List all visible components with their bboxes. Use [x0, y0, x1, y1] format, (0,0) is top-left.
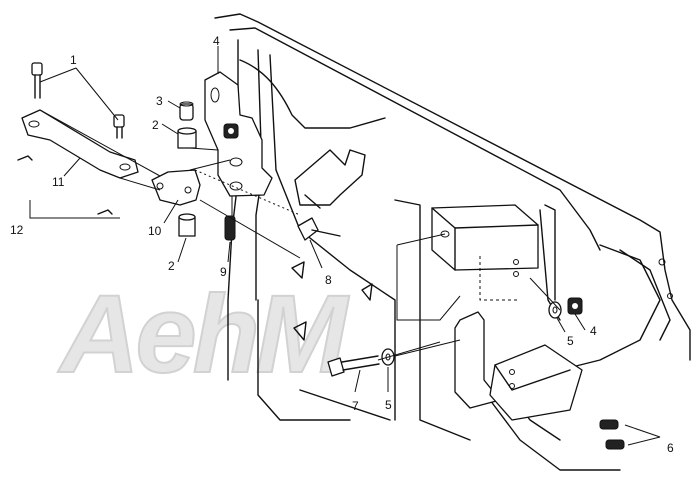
callout-4-right: 4 [590, 324, 597, 338]
callout-9: 9 [220, 265, 227, 279]
nut-upper [223, 123, 239, 139]
nut-4-right [567, 297, 583, 315]
washer-5-right [548, 301, 562, 319]
callout-5-left: 5 [385, 398, 392, 412]
spacer-top [179, 101, 194, 121]
hinge-pin-lower [113, 114, 125, 139]
callouts: 1 2 2 3 4 4 5 5 6 7 8 9 10 11 12 [10, 34, 674, 455]
bolt-8 [297, 217, 341, 241]
bushing-lower [178, 213, 196, 237]
latch-10 [151, 169, 201, 206]
callout-11: 11 [52, 175, 65, 189]
hinge-pin-upper [31, 62, 43, 99]
strap-11 [21, 109, 139, 179]
callout-6: 6 [667, 441, 674, 455]
bolt-7 [327, 355, 380, 377]
leader-lines [29, 46, 661, 446]
cotter-pins-12 [17, 155, 113, 215]
mounting-bracket [454, 311, 583, 421]
callout-5-right: 5 [567, 334, 574, 348]
callout-10: 10 [148, 224, 162, 238]
bolt-9 [224, 215, 236, 241]
bolts-6 [599, 419, 625, 450]
vehicle-frame [214, 13, 691, 471]
callout-12: 12 [10, 223, 24, 237]
bushing-upper [177, 127, 197, 149]
callout-2-lower: 2 [168, 259, 175, 273]
battery-box [396, 204, 539, 321]
callout-2-upper: 2 [152, 118, 159, 132]
callout-8: 8 [325, 273, 332, 287]
callout-1: 1 [70, 53, 77, 67]
callout-3: 3 [156, 94, 163, 108]
callout-4-upper: 4 [213, 34, 220, 48]
callout-7: 7 [352, 399, 359, 413]
watermark-logo: AehM [57, 273, 350, 396]
